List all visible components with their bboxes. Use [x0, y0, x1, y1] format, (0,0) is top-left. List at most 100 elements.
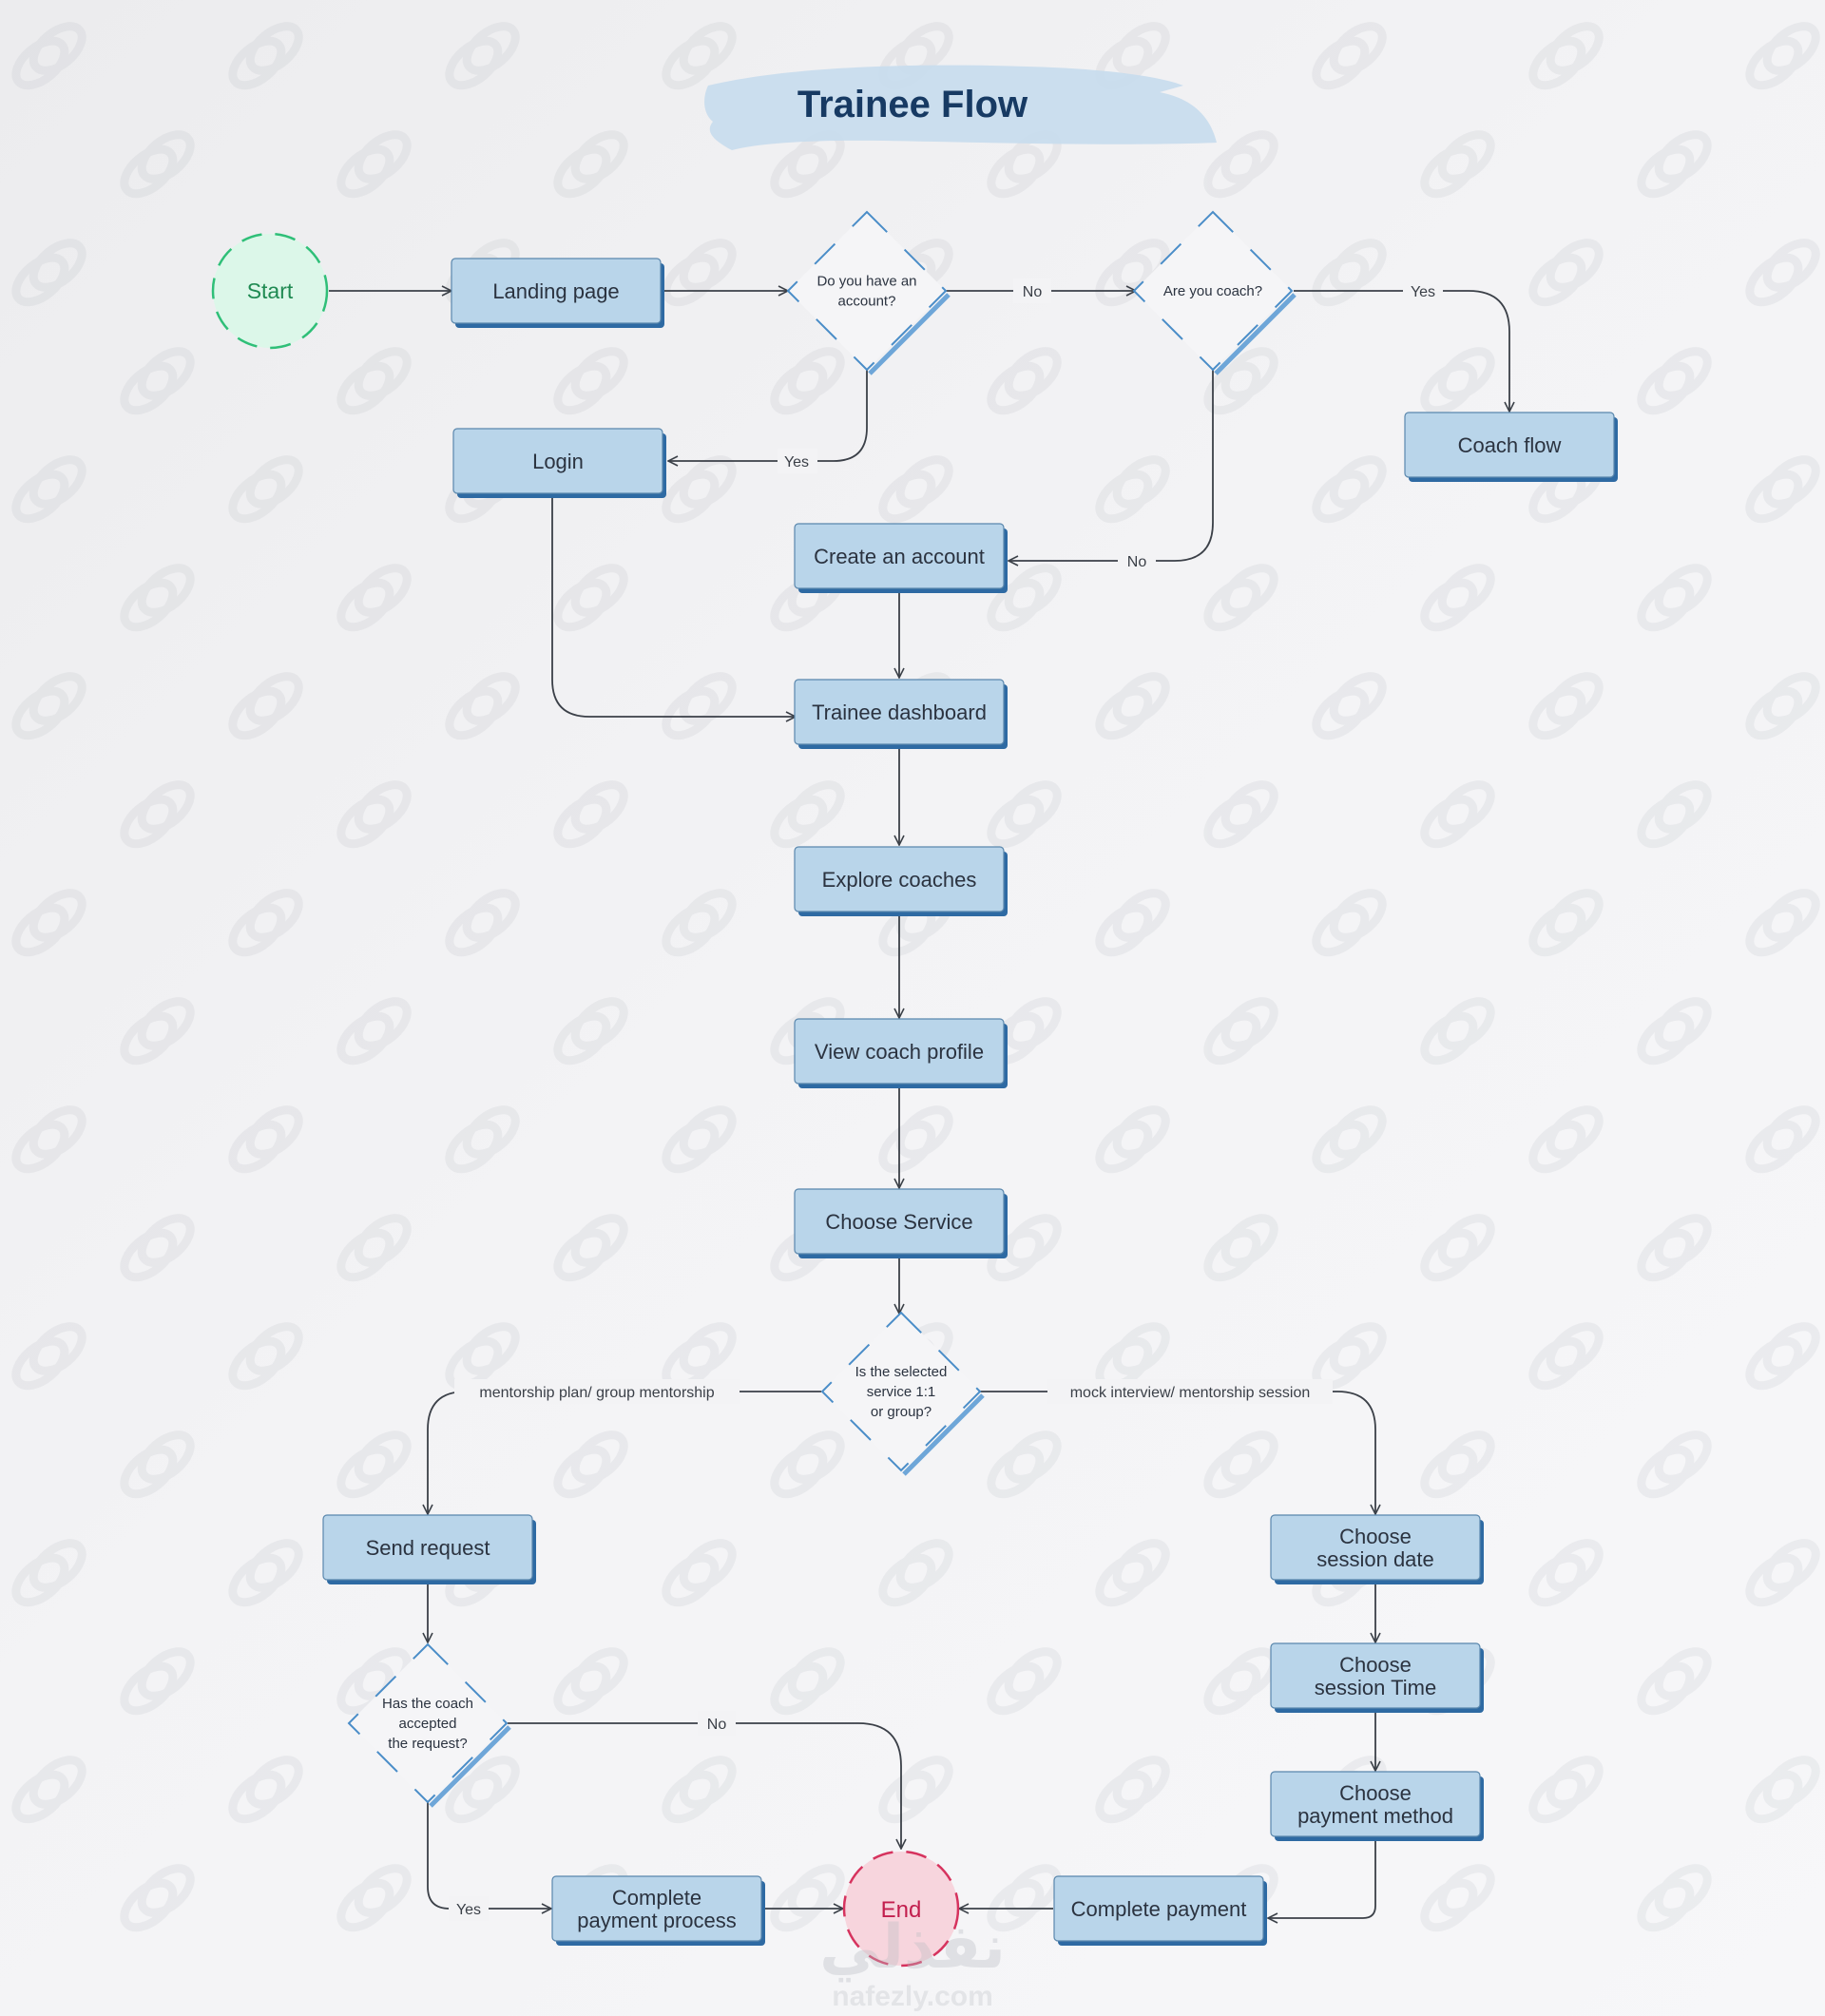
diamond-body: [820, 1311, 982, 1472]
landing-page-box[interactable]: Landing page: [451, 258, 664, 328]
box-label: Complete payment: [1071, 1897, 1247, 1921]
watermark-mark: [662, 455, 737, 524]
end-node[interactable]: End: [842, 1850, 960, 1968]
choose-service-box[interactable]: Choose Service: [794, 1188, 1008, 1258]
watermark-mark: [1203, 347, 1278, 415]
box-body: [794, 679, 1005, 745]
watermark-mark: [228, 672, 303, 740]
edge-coach-coachflow: [1294, 290, 1509, 412]
watermark-mark: [120, 1864, 195, 1932]
watermark-arabic: نفذلي: [819, 1912, 1006, 1983]
login-box[interactable]: Login: [452, 428, 666, 498]
send-request-box[interactable]: Send request: [322, 1514, 536, 1584]
decision-label: Has the coach: [382, 1696, 473, 1712]
box-body: [452, 428, 663, 494]
watermark-mark: [1637, 564, 1712, 632]
box-body: [794, 1188, 1005, 1255]
explore-coaches-box[interactable]: Explore coaches: [794, 846, 1008, 916]
watermark-mark: [445, 672, 520, 740]
watermark-mark: [1312, 672, 1387, 740]
edge-login-dashboard: [551, 496, 796, 717]
decision-label: service 1:1: [867, 1384, 936, 1400]
edge-label-group: mentorship plan/ group mentorship: [479, 1385, 714, 1401]
diamond-shadow: [902, 1393, 985, 1476]
watermark-mark: [1637, 997, 1712, 1066]
watermark-mark: [1203, 1430, 1278, 1499]
watermark-mark: [1637, 1430, 1712, 1499]
watermark-mark: [1745, 889, 1820, 957]
box-label: Trainee dashboard: [812, 701, 987, 724]
watermark-mark: [336, 997, 412, 1066]
watermark-mark: [445, 1756, 520, 1824]
edge-accepted-end: [508, 1722, 901, 1849]
watermark-mark: [1095, 1756, 1170, 1824]
box-body: [1053, 1875, 1264, 1942]
watermark-mark: [11, 1539, 86, 1607]
watermark-mark: [1528, 239, 1604, 307]
edge-labels: No Yes Yes No mentorship plan/ group men…: [449, 278, 1443, 1921]
end-label: End: [881, 1897, 922, 1923]
diamond-shadow: [1214, 293, 1297, 375]
complete-payment-box[interactable]: Complete payment: [1053, 1875, 1267, 1946]
box-label: Explore coaches: [822, 868, 977, 892]
watermark-mark: [662, 239, 737, 307]
watermark-mark: [1312, 22, 1387, 90]
watermark-mark: [1745, 1539, 1820, 1607]
watermark-mark: [336, 130, 412, 199]
watermark-mark: [1203, 997, 1278, 1066]
watermark-mark: [553, 1430, 628, 1499]
watermark-mark: [11, 1105, 86, 1174]
start-label: Start: [247, 278, 294, 303]
start-node[interactable]: Start: [211, 232, 329, 350]
watermark-mark: [336, 1864, 412, 1932]
diamond-body: [786, 210, 948, 372]
watermark-mark: [987, 1647, 1062, 1716]
watermark-mark: [1528, 22, 1604, 90]
box-label: Choose: [1339, 1525, 1412, 1548]
diamond-body: [1132, 210, 1294, 372]
watermark-mark: [662, 1756, 737, 1824]
watermark-mark: [1312, 1105, 1387, 1174]
box-body: [451, 258, 662, 324]
watermark-mark: [662, 1105, 737, 1174]
box-body: [322, 1514, 533, 1581]
diamond-shadow: [868, 293, 951, 375]
are-you-coach-decision[interactable]: Are you coach?: [1132, 210, 1297, 375]
coach-flow-box[interactable]: Coach flow: [1404, 412, 1618, 482]
box-body: [551, 1875, 762, 1942]
create-account-box[interactable]: Create an account: [794, 523, 1008, 593]
watermark-mark: [445, 1105, 520, 1174]
watermark-mark: [445, 1322, 520, 1391]
watermark-mark: [1095, 1105, 1170, 1174]
watermark-mark: [1637, 1214, 1712, 1282]
watermark-mark: [120, 780, 195, 849]
box-label: Send request: [366, 1536, 490, 1560]
decision-label: accepted: [399, 1716, 457, 1732]
watermark-mark: [1745, 1756, 1820, 1824]
watermark-mark: [336, 564, 412, 632]
watermark-mark: [228, 1322, 303, 1391]
edge-decision-date: [980, 1391, 1375, 1514]
watermark-mark: [228, 889, 303, 957]
watermark-mark: [987, 1430, 1062, 1499]
trainee-dashboard-box[interactable]: Trainee dashboard: [794, 679, 1008, 749]
watermark-mark: [662, 672, 737, 740]
start-circle: [211, 232, 329, 350]
decision-label: Do you have an: [816, 274, 916, 290]
watermark-mark: [11, 455, 86, 524]
watermark-mark: [120, 564, 195, 632]
watermark-mark: [1420, 130, 1495, 199]
watermark-mark: [1203, 1214, 1278, 1282]
edge-label-account-yes: Yes: [784, 454, 809, 470]
watermark-mark: [553, 1214, 628, 1282]
watermark-mark: [553, 780, 628, 849]
view-coach-profile-box[interactable]: View coach profile: [794, 1018, 1008, 1088]
box-label: payment method: [1297, 1804, 1453, 1828]
